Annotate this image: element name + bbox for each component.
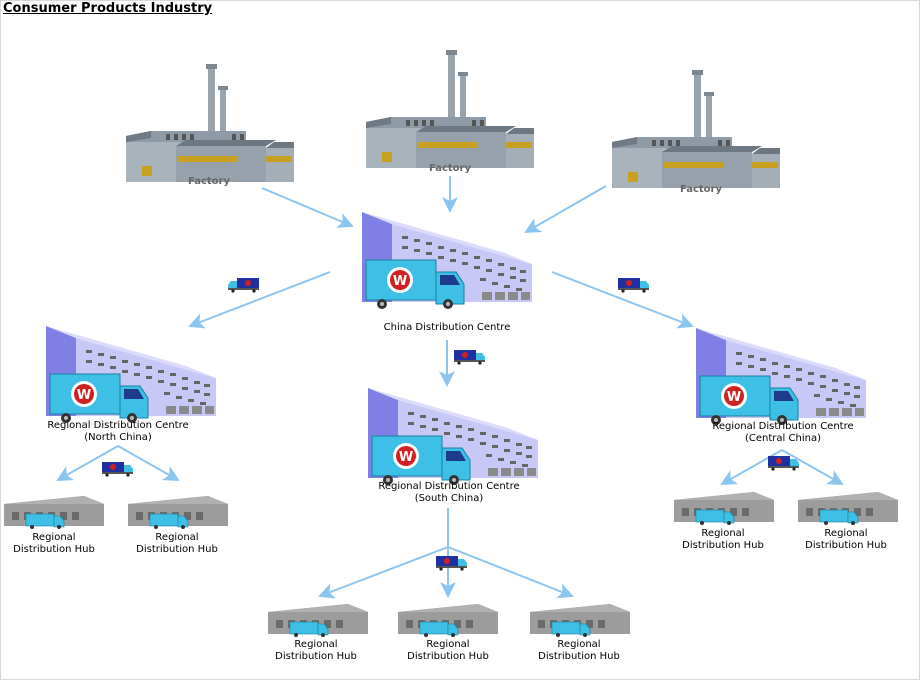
rdc-south-label: Regional Distribution Centre (South Chin…: [378, 481, 519, 505]
hub-label-4-line1: Regional: [426, 639, 470, 650]
rdc-north-warehouse-icon: [45, 325, 217, 424]
hub-label-1-line2: Distribution Hub: [13, 544, 95, 555]
hub-label-6-line1: Regional: [701, 528, 745, 539]
hub-label-5-line1: Regional: [557, 639, 601, 650]
hub-label-5-line2: Distribution Hub: [538, 651, 620, 662]
truck-icon-to-north: [228, 278, 259, 293]
rdc-north-label: Regional Distribution Centre (North Chin…: [47, 420, 188, 444]
hub-label-3: Regional Distribution Hub: [275, 639, 357, 663]
hub-icon-5: [529, 603, 631, 638]
hub-label-6: Regional Distribution Hub: [682, 528, 764, 552]
factory-icon-2: [366, 50, 534, 168]
hub-label-5: Regional Distribution Hub: [538, 639, 620, 663]
arrow-china-dc-to-central: [551, 271, 694, 329]
hub-label-1: Regional Distribution Hub: [13, 532, 95, 556]
factory-icon-3: [612, 70, 780, 188]
hub-label-3-line1: Regional: [294, 639, 338, 650]
hub-label-7-line2: Distribution Hub: [805, 540, 887, 551]
rdc-central-label-line2: (Central China): [745, 433, 821, 444]
arrow-north-to-hub1: [56, 445, 119, 481]
arrow-central-to-hub7: [781, 449, 844, 485]
arrow-china-dc-to-north: [188, 271, 331, 329]
rdc-north-label-line2: (North China): [84, 432, 152, 443]
china-dc-label: China Distribution Centre: [383, 322, 511, 333]
hub-label-3-line2: Distribution Hub: [275, 651, 357, 662]
arrow-central-to-hub6: [720, 449, 783, 485]
factory-label-2: Factory: [428, 163, 472, 174]
arrow-south-to-hub3: [318, 546, 449, 599]
arrow-factory3-to-china-dc: [524, 185, 607, 233]
hub-icon-2: [127, 495, 229, 530]
rdc-central-label-line1: Regional Distribution Centre: [712, 421, 854, 432]
hub-label-4-line2: Distribution Hub: [407, 651, 489, 662]
flow-arrows: [56, 176, 844, 599]
hub-icon-3: [267, 603, 369, 638]
factory-label-1: Factory: [187, 176, 231, 187]
hub-label-6-line2: Distribution Hub: [682, 540, 764, 551]
diagram-title: Consumer Products Industry: [3, 1, 213, 16]
truck-icon-to-central: [618, 278, 649, 293]
factory-icon-1: [126, 64, 294, 182]
rdc-north-label-line1: Regional Distribution Centre: [47, 420, 189, 431]
rdc-south-warehouse-icon: [367, 387, 539, 486]
hub-label-2-line2: Distribution Hub: [136, 544, 218, 555]
hub-label-7: Regional Distribution Hub: [805, 528, 887, 552]
truck-icon-to-south: [454, 350, 485, 365]
hub-label-2: Regional Distribution Hub: [136, 532, 218, 556]
arrow-north-to-hub2: [117, 445, 180, 481]
truck-icon-north-hubs: [102, 462, 133, 477]
hub-label-7-line1: Regional: [824, 528, 868, 539]
hub-icon-7: [797, 491, 899, 526]
rdc-south-label-line2: (South China): [414, 493, 484, 504]
factory-label-3: Factory: [679, 184, 723, 195]
hub-icon-4: [397, 603, 499, 638]
hub-label-2-line1: Regional: [155, 532, 199, 543]
hub-icon-1: [3, 495, 105, 530]
arrow-factory1-to-china-dc: [261, 187, 354, 228]
hub-label-4: Regional Distribution Hub: [407, 639, 489, 663]
rdc-south-label-line1: Regional Distribution Centre: [378, 481, 520, 492]
truck-icon-south-hubs: [436, 556, 467, 571]
china-dc-warehouse-icon: [361, 211, 533, 310]
truck-icon-central-hubs: [768, 456, 799, 471]
hub-label-1-line1: Regional: [32, 532, 76, 543]
arrow-south-to-hub5: [447, 546, 574, 599]
hub-icon-6: [673, 491, 775, 526]
rdc-central-warehouse-icon: [695, 327, 867, 426]
rdc-central-label: Regional Distribution Centre (Central Ch…: [712, 421, 853, 445]
